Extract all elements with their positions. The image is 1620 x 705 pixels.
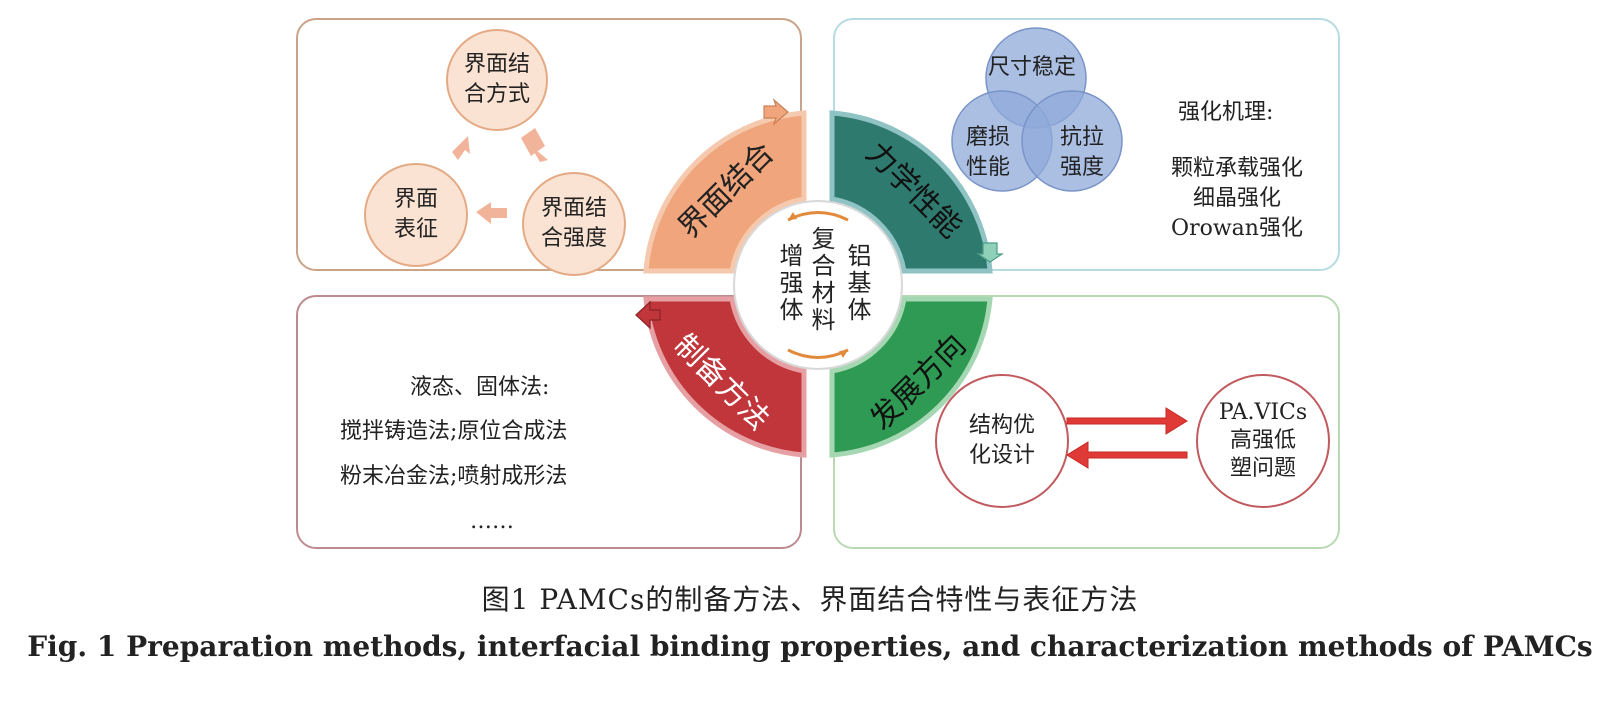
center-col-left: 增强体 <box>775 243 803 324</box>
structure-design-circle: 结构优 化设计 <box>935 374 1069 508</box>
tip-arrow-mechanics <box>976 242 1004 263</box>
prep-line-4: …… <box>470 509 514 534</box>
prep-line-3: 粉末冶金法;喷射成形法 <box>340 464 568 489</box>
cycle-arrow-1 <box>521 128 548 162</box>
venn-label-right: 抗拉 强度 <box>1060 125 1105 180</box>
venn-diagram <box>951 27 1123 192</box>
arrow-left <box>1066 441 1188 469</box>
caption-cn: 图1 PAMCs的制备方法、界面结合特性与表征方法 <box>481 583 1139 616</box>
characterization-circle: 界面 表征 <box>364 163 468 267</box>
venn-label-left: 磨损 性能 <box>966 125 1011 180</box>
caption-en: Fig. 1 Preparation methods, interfacial … <box>27 630 1593 663</box>
prep-line-1: 液态、固体法: <box>410 375 550 400</box>
binding-strength-circle: 界面结 合强度 <box>522 172 626 276</box>
mechanism-title: 强化机理: <box>1178 100 1274 125</box>
center-col-right: 铝基体 <box>843 243 871 324</box>
prep-line-2: 搅拌铸造法;原位合成法 <box>340 419 568 444</box>
venn-circle-right <box>1021 90 1123 192</box>
tip-arrow-preparation <box>635 300 661 330</box>
cycle-arrow-3 <box>452 136 470 160</box>
arrow-right <box>1066 407 1188 435</box>
center-col-mid: 复合材料 <box>807 226 835 334</box>
cycle-arrow-2 <box>476 202 507 224</box>
mechanism-list: 颗粒承载强化 细晶强化 Orowan强化 <box>1170 156 1303 241</box>
pavics-problem-circle: PA.VICs 高强低 塑问题 <box>1196 374 1330 508</box>
center-circle <box>733 200 903 370</box>
tip-arrow-interface <box>763 98 789 126</box>
venn-label-top: 尺寸稳定 <box>988 55 1077 80</box>
binding-mode-circle: 界面结 合方式 <box>446 29 548 131</box>
quadrant-development <box>829 296 993 458</box>
